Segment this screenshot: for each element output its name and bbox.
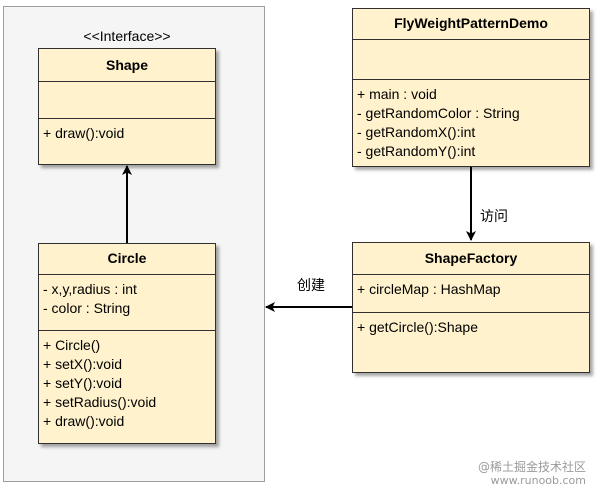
create-edge-label: 创建 bbox=[297, 277, 325, 293]
class-shape[interactable]: Shape + draw():void bbox=[38, 48, 216, 165]
circle-attribute: - x,y,radius : int bbox=[43, 281, 137, 297]
circle-method: + setX():void bbox=[43, 356, 122, 372]
class-shape-name: Shape bbox=[39, 49, 215, 82]
circle-method: + Circle() bbox=[43, 337, 101, 353]
demo-method: - getRandomColor : String bbox=[357, 105, 520, 121]
class-demo-methods: + main : void - getRandomColor : String … bbox=[353, 80, 589, 166]
class-demo-attributes bbox=[353, 40, 589, 80]
watermark-line1: @稀土掘金技术社区 bbox=[477, 460, 586, 474]
class-flyweight-pattern-demo[interactable]: FlyWeightPatternDemo + main : void - get… bbox=[352, 8, 590, 167]
class-circle-methods: + Circle() + setX():void + setY():void +… bbox=[39, 331, 215, 436]
demo-method: - getRandomX():int bbox=[357, 124, 476, 140]
class-circle-attributes: - x,y,radius : int - color : String bbox=[39, 275, 215, 331]
visit-edge-label: 访问 bbox=[480, 208, 508, 224]
class-factory-methods: + getCircle():Shape bbox=[353, 313, 589, 342]
class-circle-name: Circle bbox=[39, 244, 215, 275]
class-shape-factory[interactable]: ShapeFactory + circleMap : HashMap + get… bbox=[352, 242, 590, 373]
shape-method-draw: + draw():void bbox=[43, 125, 125, 141]
circle-method: + draw():void bbox=[43, 413, 125, 429]
class-factory-name: ShapeFactory bbox=[353, 243, 589, 275]
circle-method: + setY():void bbox=[43, 375, 122, 391]
class-demo-name: FlyWeightPatternDemo bbox=[353, 9, 589, 40]
demo-method: + main : void bbox=[357, 86, 437, 102]
circle-attribute: - color : String bbox=[43, 300, 131, 316]
circle-method: + setRadius():void bbox=[43, 394, 157, 410]
factory-attribute: + circleMap : HashMap bbox=[357, 281, 501, 297]
watermark-line2: www.runoob.com bbox=[490, 474, 586, 487]
factory-method: + getCircle():Shape bbox=[357, 319, 479, 335]
class-factory-attributes: + circleMap : HashMap bbox=[353, 275, 589, 313]
class-circle[interactable]: Circle - x,y,radius : int - color : Stri… bbox=[38, 243, 216, 444]
interface-stereotype: <<Interface>> bbox=[83, 28, 171, 44]
demo-method: - getRandomY():int bbox=[357, 143, 476, 159]
class-shape-attributes bbox=[39, 82, 215, 119]
class-shape-methods: + draw():void bbox=[39, 119, 215, 148]
